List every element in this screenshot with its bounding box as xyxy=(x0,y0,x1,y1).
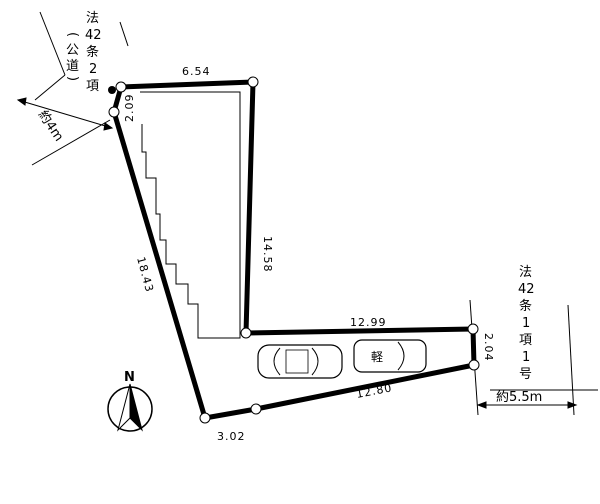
dim-right-short: 2.04 xyxy=(482,333,495,362)
dim-left-short: 2.09 xyxy=(123,94,136,123)
svg-text:法: 法 xyxy=(86,11,99,26)
svg-text:2: 2 xyxy=(89,62,97,77)
north-arrow-icon: N xyxy=(107,370,153,432)
svg-text:項: 項 xyxy=(519,333,532,348)
north-road-article-label: 法 42 条 2 項 xyxy=(85,11,102,94)
light-car-label: 軽 xyxy=(371,350,383,364)
east-road-article-label: 法 42 条 1 項 1 号 xyxy=(518,265,535,382)
svg-text:道: 道 xyxy=(66,59,79,74)
svg-text:公: 公 xyxy=(66,43,79,58)
corner-stake-mark xyxy=(108,86,116,94)
car-icon xyxy=(257,344,343,379)
svg-text:(: ( xyxy=(65,32,80,37)
boundary-markers xyxy=(108,76,480,424)
dim-inner-horizontal: 12.99 xyxy=(350,316,387,329)
svg-text:42: 42 xyxy=(518,282,535,297)
dim-bottom-short: 3.02 xyxy=(217,430,246,443)
east-road-width-label: 約5.5m xyxy=(496,390,542,405)
svg-text:号: 号 xyxy=(519,367,532,382)
svg-text:条: 条 xyxy=(519,298,532,314)
svg-text:条: 条 xyxy=(86,44,99,60)
dim-left-long: 18.43 xyxy=(134,255,156,294)
compass-label: N xyxy=(124,370,135,385)
svg-text:1: 1 xyxy=(522,316,530,331)
dim-inner-vertical: 14.58 xyxy=(261,236,274,273)
adjacent-building-outline xyxy=(140,91,241,339)
svg-text:1: 1 xyxy=(522,350,530,365)
east-road-width-dimension xyxy=(476,401,578,409)
svg-text:42: 42 xyxy=(85,28,102,43)
dim-bottom: 12.80 xyxy=(355,381,393,401)
svg-text:法: 法 xyxy=(519,265,532,280)
light-car-icon: 軽 xyxy=(353,339,427,373)
dim-top: 6.54 xyxy=(182,65,211,78)
north-road-public-label: ( 公 道 ) xyxy=(65,32,80,81)
svg-text:項: 項 xyxy=(86,79,99,94)
north-road-width-dimension xyxy=(16,97,114,131)
svg-text:): ) xyxy=(65,76,80,81)
